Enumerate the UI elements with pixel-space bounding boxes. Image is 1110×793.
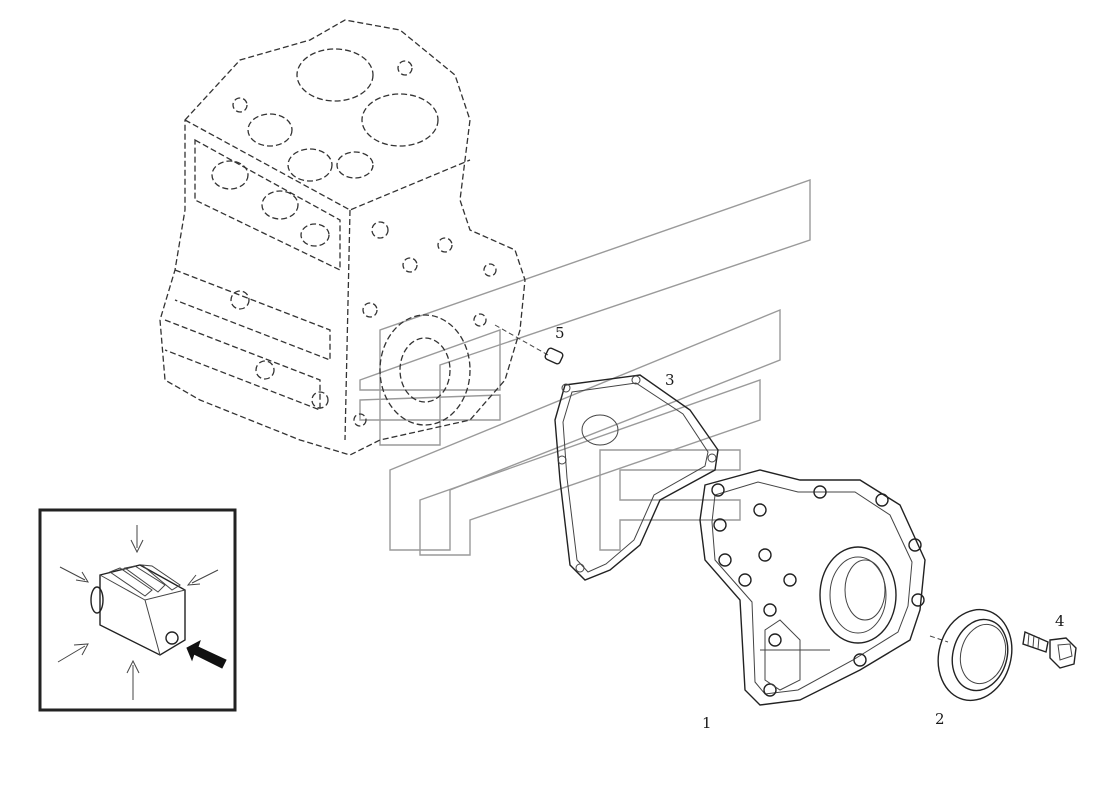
callout-3: 3	[665, 371, 675, 389]
part-oil-pump-housing	[699, 469, 926, 706]
callout-4: 4	[1055, 612, 1065, 630]
chevron-watermark-icon	[359, 179, 811, 556]
callout-labels: 1 2 3 4 5	[555, 324, 1065, 732]
callout-5: 5	[555, 324, 565, 342]
callout-1: 1	[702, 714, 712, 732]
engine-block	[159, 19, 526, 456]
inset-direction-arrows	[57, 525, 219, 700]
part-dowel-pin	[494, 324, 564, 365]
part-gasket	[554, 374, 719, 581]
part-seal-ring	[929, 608, 1013, 702]
press-arrow-icon	[186, 639, 227, 669]
inset-detail	[38, 508, 237, 712]
part-bolt	[1022, 631, 1077, 669]
callout-2: 2	[935, 710, 945, 728]
inset-fitting	[90, 564, 186, 656]
